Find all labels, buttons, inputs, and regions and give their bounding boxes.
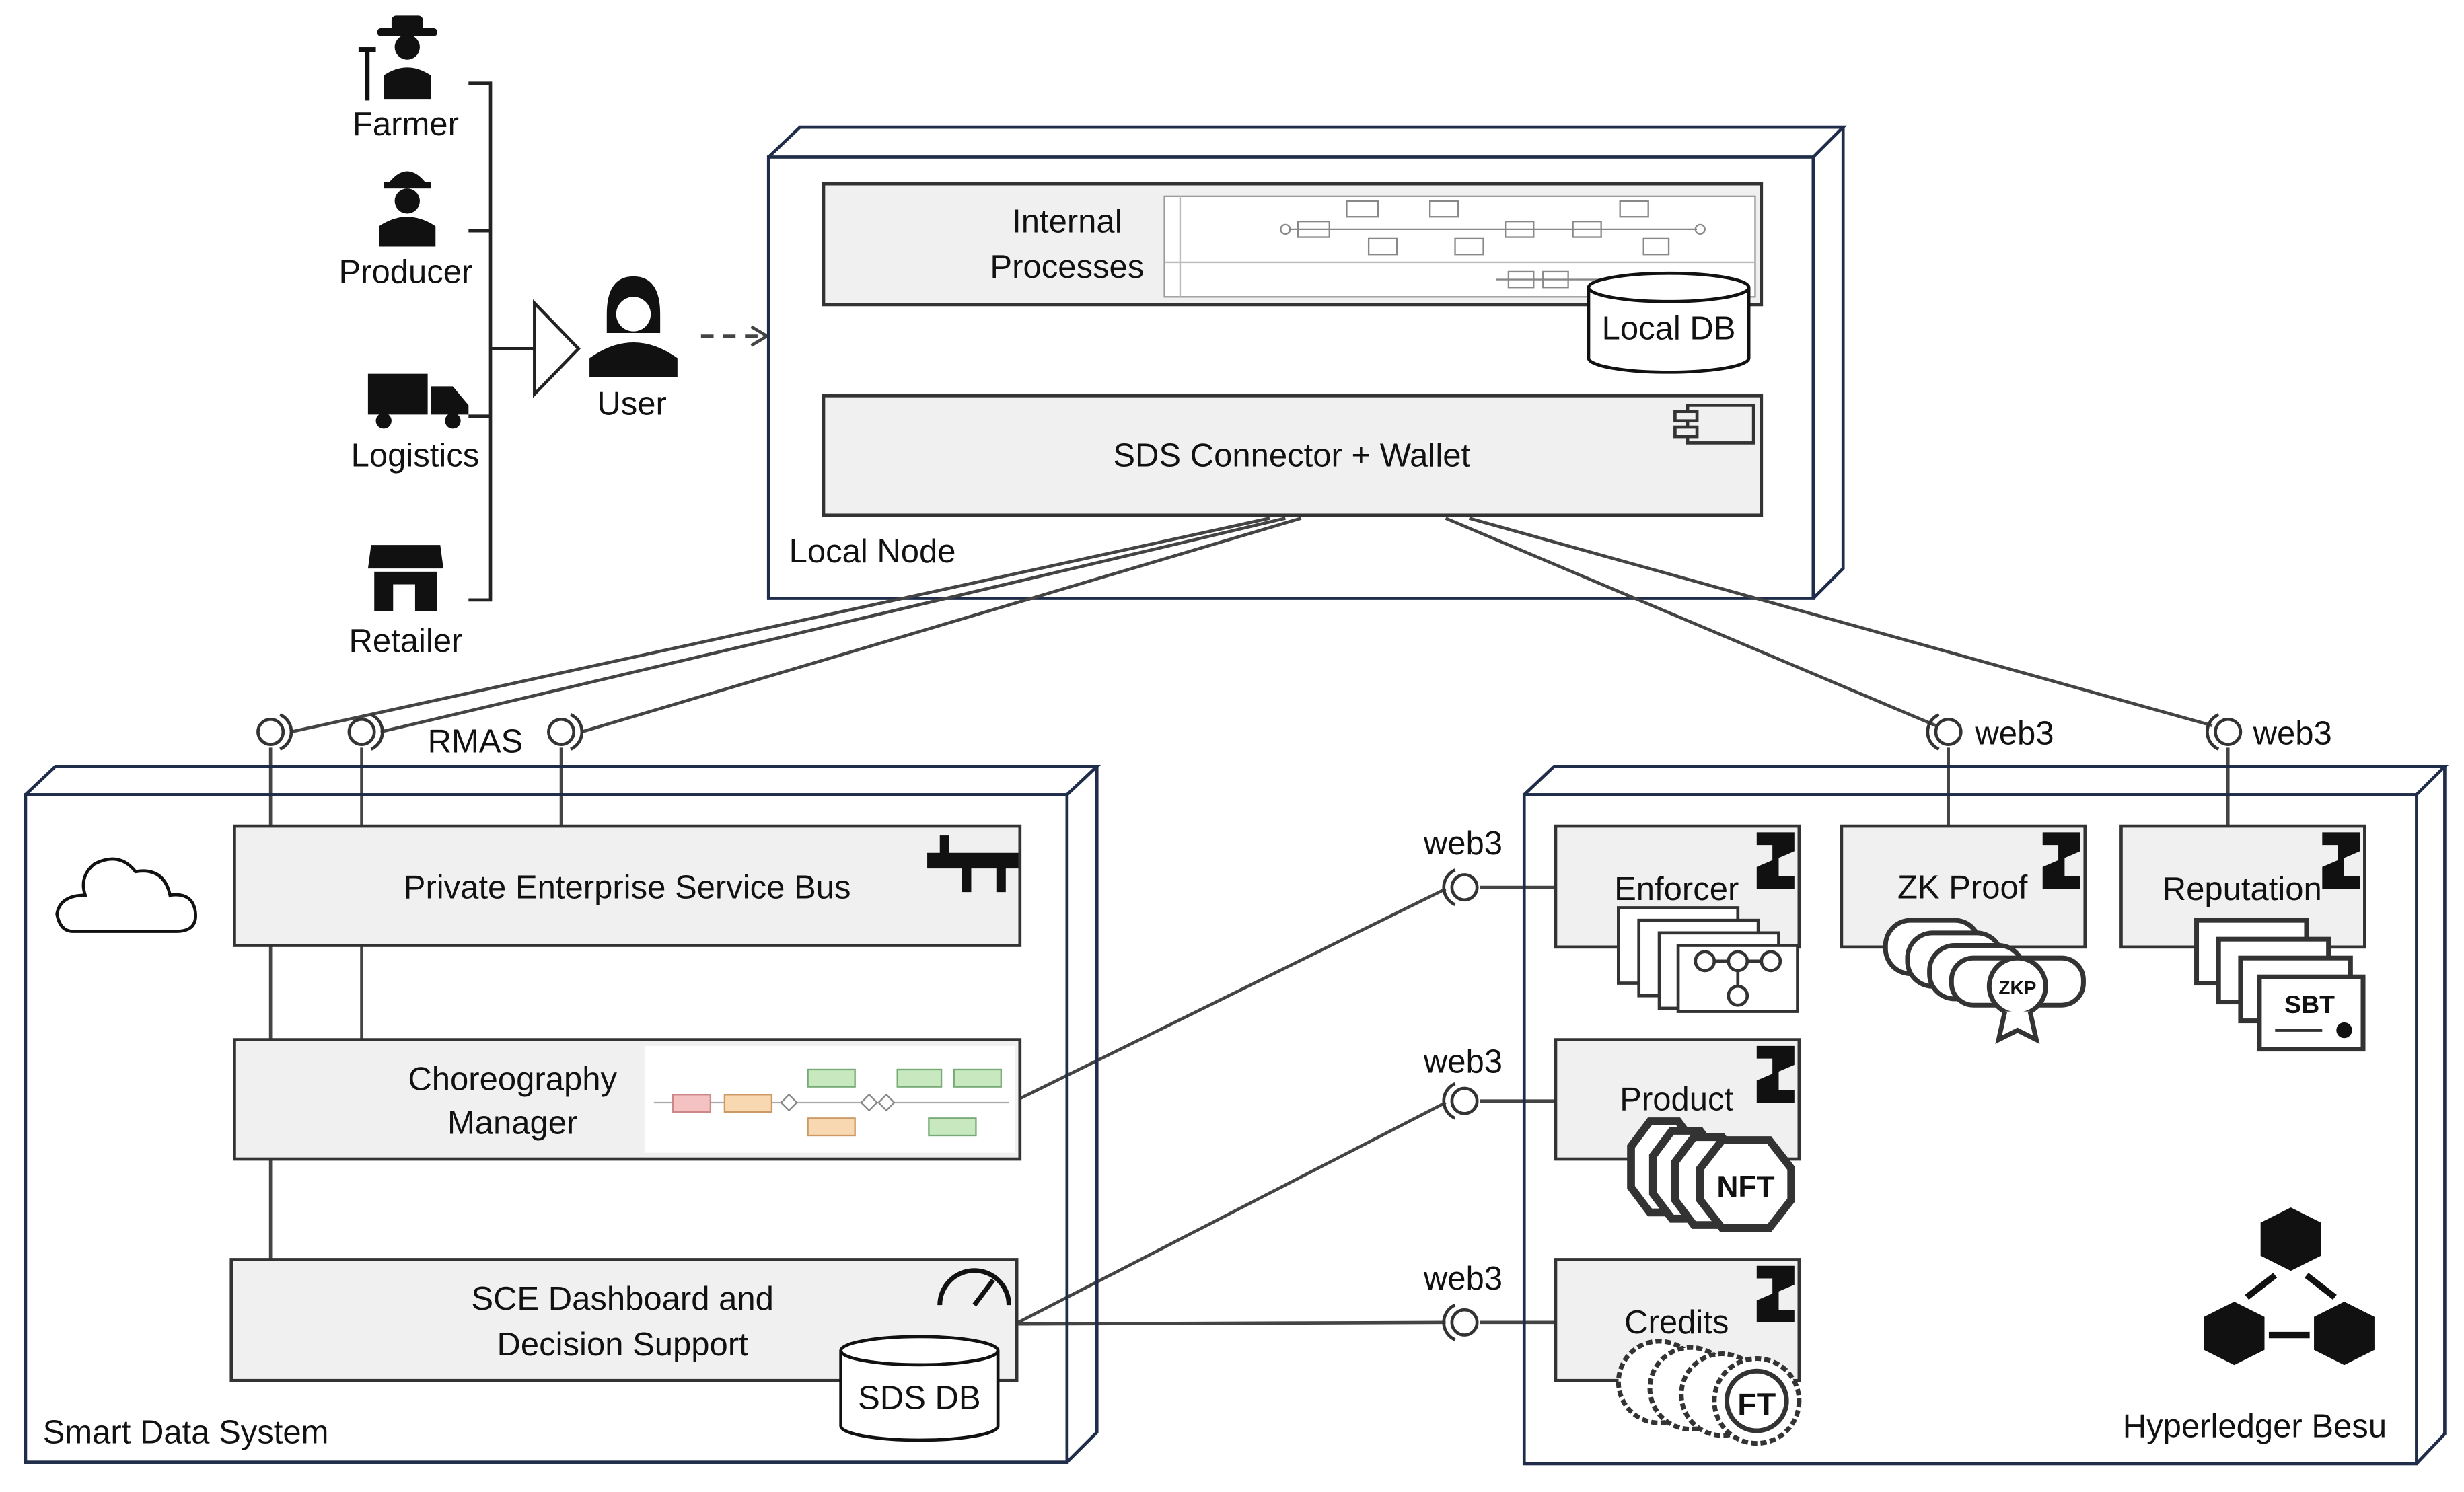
local-db-label: Local DB bbox=[1602, 310, 1736, 346]
store-icon bbox=[367, 545, 443, 611]
bus-icon bbox=[927, 835, 1019, 893]
smart-data-system-label: Smart Data System bbox=[43, 1415, 329, 1451]
logistics-label: Logistics bbox=[351, 437, 480, 474]
gauge-icon bbox=[937, 1268, 1011, 1307]
rmas-interface-3 bbox=[547, 717, 576, 746]
sbt-badge-label: SBT bbox=[2284, 990, 2335, 1018]
local-db-cylinder bbox=[1587, 271, 1751, 374]
product-contract-icon bbox=[1756, 1045, 1795, 1103]
rmas-label: RMAS bbox=[428, 723, 523, 759]
esb-label: Private Enterprise Service Bus bbox=[404, 869, 851, 905]
internal-processes-label: Internal bbox=[1012, 204, 1122, 240]
rmas-interface-1 bbox=[256, 717, 285, 746]
smart-data-system-frame bbox=[24, 765, 1101, 1464]
choreography-diagram-thumbnail bbox=[644, 1045, 1015, 1153]
choreography-manager-label-2: Manager bbox=[447, 1105, 577, 1142]
enforcer-label: Enforcer bbox=[1614, 871, 1739, 907]
zkp-badge-label: ZKP bbox=[1998, 977, 2036, 998]
enforcer-contract-icon bbox=[1756, 832, 1795, 889]
credits-label: Credits bbox=[1624, 1304, 1729, 1341]
choreography-manager-label: Choreography bbox=[408, 1061, 617, 1097]
sds-db-cylinder bbox=[839, 1335, 1000, 1442]
ft-badge-label: FT bbox=[1737, 1387, 1776, 1422]
web3-label-zk: web3 bbox=[1974, 716, 2054, 752]
reputation-contract-icon bbox=[2322, 832, 2360, 889]
web3-interface-zk bbox=[1934, 717, 1963, 746]
connection-lines bbox=[268, 517, 2230, 1326]
local-node-label: Local Node bbox=[789, 533, 956, 570]
blockchain-icon bbox=[2202, 1205, 2377, 1368]
user-icon bbox=[589, 276, 678, 377]
user-label: User bbox=[597, 385, 667, 422]
esb-box bbox=[233, 824, 1022, 947]
interface-sockets bbox=[256, 713, 2243, 1341]
nft-badge-label: NFT bbox=[1716, 1170, 1774, 1203]
component-icon bbox=[1673, 404, 1755, 445]
web3-interface-enforcer bbox=[1450, 873, 1479, 902]
rmas-interface-2 bbox=[347, 717, 376, 746]
retailer-label: Retailer bbox=[349, 623, 462, 659]
web3-interface-credits bbox=[1450, 1308, 1479, 1337]
truck-icon bbox=[367, 373, 469, 429]
product-label: Product bbox=[1620, 1082, 1733, 1118]
web3-label-reputation: web3 bbox=[2253, 716, 2332, 752]
user-dependency-arrow bbox=[700, 325, 770, 347]
sds-connector-label: SDS Connector + Wallet bbox=[1113, 437, 1470, 474]
web3-interface-reputation bbox=[2214, 717, 2243, 746]
nft-stack-icon bbox=[1627, 1117, 1796, 1232]
zkp-certificate-stack-icon bbox=[1883, 918, 2086, 1045]
internal-processes-label-2: Processes bbox=[990, 249, 1144, 285]
dashboard-label: SCE Dashboard and bbox=[471, 1281, 774, 1317]
zk-contract-icon bbox=[2042, 832, 2080, 889]
farmer-icon bbox=[358, 15, 437, 101]
sbt-certificate-stack-icon bbox=[2194, 918, 2366, 1052]
producer-label: Producer bbox=[338, 254, 472, 290]
web3-label-product: web3 bbox=[1423, 1044, 1502, 1080]
actor-generalization bbox=[468, 81, 581, 602]
ft-coin-stack-icon bbox=[1616, 1339, 1802, 1446]
web3-label-credits: web3 bbox=[1423, 1261, 1502, 1297]
sds-connector-box bbox=[822, 394, 1764, 517]
farmer-label: Farmer bbox=[353, 106, 459, 143]
credits-contract-icon bbox=[1756, 1265, 1795, 1322]
local-node-frame bbox=[766, 125, 1847, 600]
zk-proof-label: ZK Proof bbox=[1897, 869, 2028, 905]
hyperledger-label: Hyperledger Besu bbox=[2123, 1408, 2387, 1444]
hyperledger-frame bbox=[1522, 765, 2449, 1466]
web3-label-enforcer: web3 bbox=[1423, 825, 1502, 862]
reputation-label: Reputation bbox=[2163, 871, 2322, 907]
bpmn-process-thumbnail bbox=[1163, 195, 1756, 298]
policy-workflow-stack-icon bbox=[1617, 906, 1799, 1013]
producer-icon bbox=[379, 171, 436, 247]
sds-db-label: SDS DB bbox=[858, 1380, 980, 1416]
dashboard-label-2: Decision Support bbox=[497, 1327, 748, 1363]
web3-interface-product bbox=[1450, 1086, 1479, 1115]
cloud-icon bbox=[55, 857, 197, 933]
